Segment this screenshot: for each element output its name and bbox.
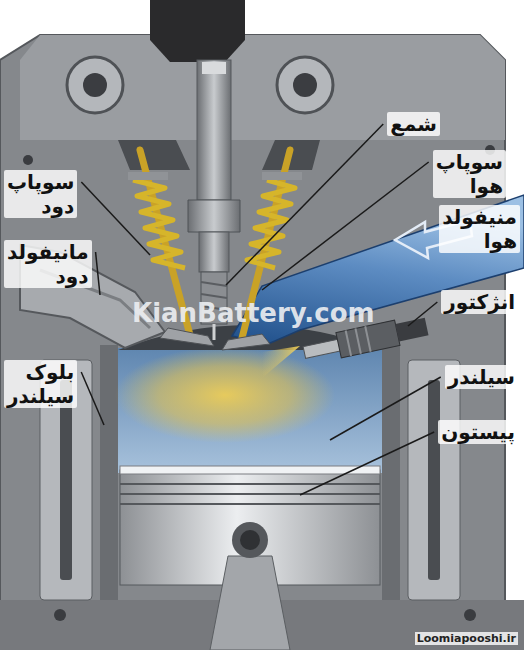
exhaust-valve bbox=[133, 180, 185, 268]
cooling-jacket bbox=[408, 360, 460, 600]
spark-plug bbox=[197, 60, 231, 200]
piston bbox=[120, 466, 380, 474]
camshaft bbox=[67, 57, 123, 113]
intake-valve bbox=[262, 172, 302, 180]
watermark: KianBattery.com bbox=[132, 298, 375, 329]
spark-plug bbox=[150, 0, 245, 62]
part-label: سوپاپ دود bbox=[4, 170, 77, 218]
piston bbox=[240, 530, 260, 550]
part-label: بلوک سیلندر bbox=[4, 360, 77, 408]
piston bbox=[210, 556, 290, 650]
part-label: شمع bbox=[387, 112, 440, 136]
piston bbox=[120, 493, 380, 495]
engine-body bbox=[464, 609, 476, 621]
part-label: پیستون bbox=[438, 420, 518, 444]
cooling-jacket bbox=[60, 380, 72, 580]
camshaft bbox=[293, 73, 317, 97]
piston bbox=[120, 466, 380, 650]
fuel-injector bbox=[303, 339, 341, 358]
part-label: منیفولد هوا bbox=[439, 205, 520, 253]
leader-line bbox=[81, 372, 104, 425]
leader-line bbox=[81, 182, 150, 255]
fuel-injector bbox=[365, 326, 370, 351]
piston bbox=[232, 522, 268, 558]
watermark: Loomiapooshi.ir bbox=[415, 632, 518, 645]
engine-body bbox=[0, 35, 505, 650]
intake-valve bbox=[247, 180, 295, 268]
engine-body bbox=[23, 155, 33, 165]
fuel-injector bbox=[395, 318, 428, 342]
part-label: انژکتور bbox=[441, 290, 518, 314]
spark-plug bbox=[150, 0, 245, 340]
engine-body bbox=[20, 35, 505, 140]
camshaft bbox=[277, 57, 333, 113]
spark-plug bbox=[188, 200, 240, 232]
leader-line bbox=[408, 302, 437, 326]
fuel-injector bbox=[346, 330, 351, 355]
cylinder bbox=[115, 347, 335, 443]
exhaust-valve bbox=[128, 172, 168, 180]
leader-line bbox=[226, 124, 383, 285]
cooling-jacket bbox=[428, 380, 440, 580]
piston bbox=[120, 483, 380, 485]
spark-plug bbox=[202, 62, 226, 74]
spark-plug bbox=[199, 232, 229, 272]
leader-line bbox=[96, 252, 100, 295]
spark-plug bbox=[201, 282, 227, 286]
camshaft bbox=[118, 140, 190, 170]
leader-line bbox=[330, 377, 441, 440]
camshaft bbox=[83, 73, 107, 97]
leader-line bbox=[262, 162, 429, 290]
leader-line bbox=[300, 432, 434, 495]
cylinder bbox=[382, 345, 400, 600]
spark-plug bbox=[201, 294, 227, 298]
part-label: مانیفولد دود bbox=[4, 240, 92, 288]
intake-valve bbox=[222, 334, 270, 350]
part-label: سوپاپ هوا bbox=[433, 150, 506, 198]
cylinder bbox=[100, 345, 118, 600]
part-label: سیلندر bbox=[445, 365, 518, 389]
leader-lines bbox=[81, 124, 441, 495]
engine-body bbox=[54, 609, 66, 621]
fuel-injector bbox=[355, 328, 360, 353]
piston bbox=[120, 503, 380, 505]
engine-body bbox=[0, 35, 524, 650]
fuel-injector bbox=[262, 346, 300, 378]
exhaust-valve bbox=[160, 328, 214, 346]
